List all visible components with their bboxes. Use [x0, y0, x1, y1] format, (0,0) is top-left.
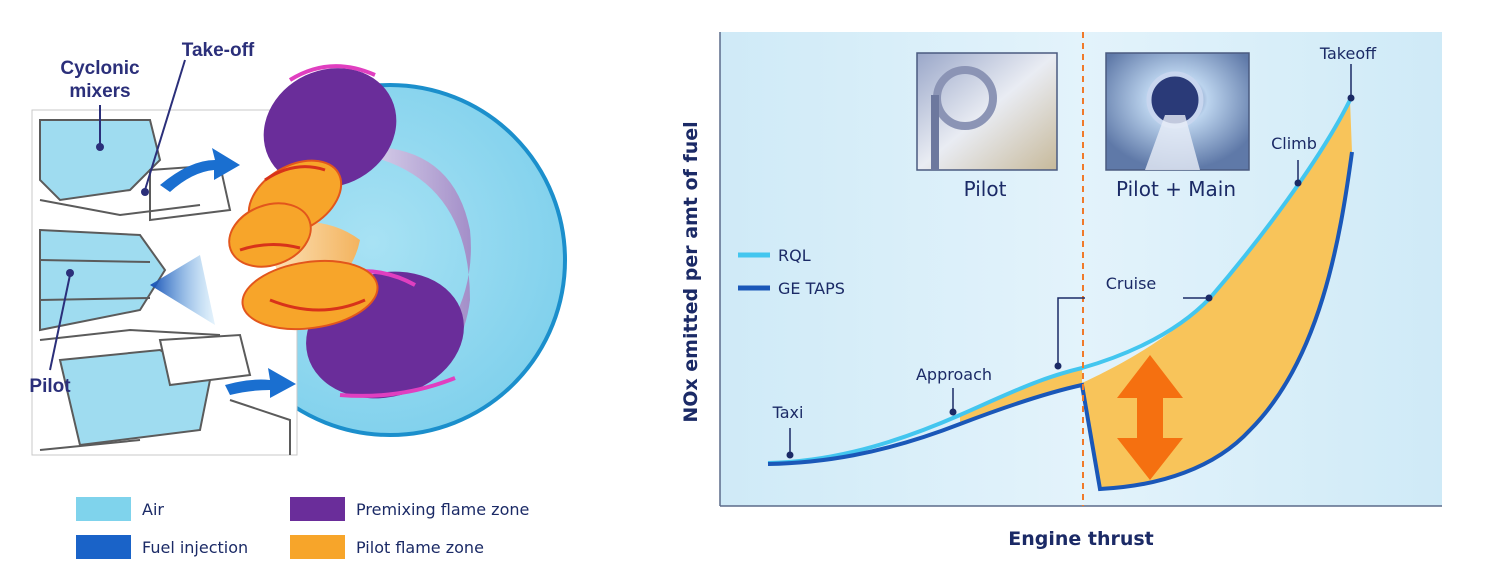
cyclonic-label-line1: Cyclonic: [60, 58, 140, 79]
y-axis-label: NOx emitted per amt of fuel: [680, 121, 702, 422]
annotation-takeoff: Takeoff: [1319, 44, 1377, 63]
legend-swatch-premix: [290, 497, 345, 521]
legend-swatch-fuel: [76, 535, 131, 559]
annotation-leaders: [789, 64, 1352, 452]
reduction-arrow: [1117, 355, 1183, 480]
annotation-taxi: Taxi: [772, 403, 804, 422]
pilot-label: Pilot: [29, 376, 71, 397]
photo-caption-pilot-main: Pilot + Main: [1116, 177, 1236, 201]
annotation-cruise: Cruise: [1106, 274, 1157, 293]
annotation-dots: [786, 94, 1355, 459]
photo-pilot: [916, 52, 1058, 171]
combustor-legend: Air Fuel injection Premixing flame zone …: [76, 497, 529, 559]
x-axis-label: Engine thrust: [1008, 528, 1154, 550]
cyclonic-label-line2: mixers: [69, 81, 130, 102]
combustor-diagram: Cyclonic mixers Take-off Pilot Air Fuel …: [29, 40, 567, 559]
fuel-injection-cone: [150, 255, 215, 325]
pilot-zone-bottom: [241, 259, 379, 331]
leader-lines: [49, 59, 186, 371]
take-off-label: Take-off: [182, 40, 255, 61]
legend-label-premix: Premixing flame zone: [356, 500, 529, 519]
legend-label-rql: RQL: [778, 246, 811, 265]
chart-legend: RQL GE TAPS: [738, 246, 845, 298]
leader-dots: [66, 143, 149, 277]
legend-label-air: Air: [142, 500, 164, 519]
plot-background: [720, 32, 1442, 506]
housing-structure: [39, 119, 252, 447]
housing-lines: [39, 199, 291, 455]
air-flow-arrows: [160, 148, 296, 398]
nox-chart: NOx emitted per amt of fuel Engine thrus…: [670, 32, 1442, 558]
legend-label-fuel: Fuel injection: [142, 538, 248, 557]
annotation-climb: Climb: [1271, 134, 1317, 153]
reduction-area-low: [960, 368, 1082, 422]
legend-swatch-air: [76, 497, 131, 521]
pilot-swirl-arrows: [239, 165, 366, 312]
x-axis-label-box: [996, 518, 1166, 558]
series-ge-taps-line: [767, 151, 1354, 492]
premix-zone-top: [263, 68, 397, 188]
legend-swatch-pilot: [290, 535, 345, 559]
photo-pilot-main: [1105, 52, 1250, 171]
y-axis-label-box: [670, 90, 710, 450]
annotation-approach: Approach: [916, 365, 992, 384]
pilot-zone-middle: [228, 202, 312, 268]
photo-caption-pilot: Pilot: [964, 177, 1007, 201]
legend-label-pilot: Pilot flame zone: [356, 538, 484, 557]
legend-label-ge-taps: GE TAPS: [778, 279, 845, 298]
